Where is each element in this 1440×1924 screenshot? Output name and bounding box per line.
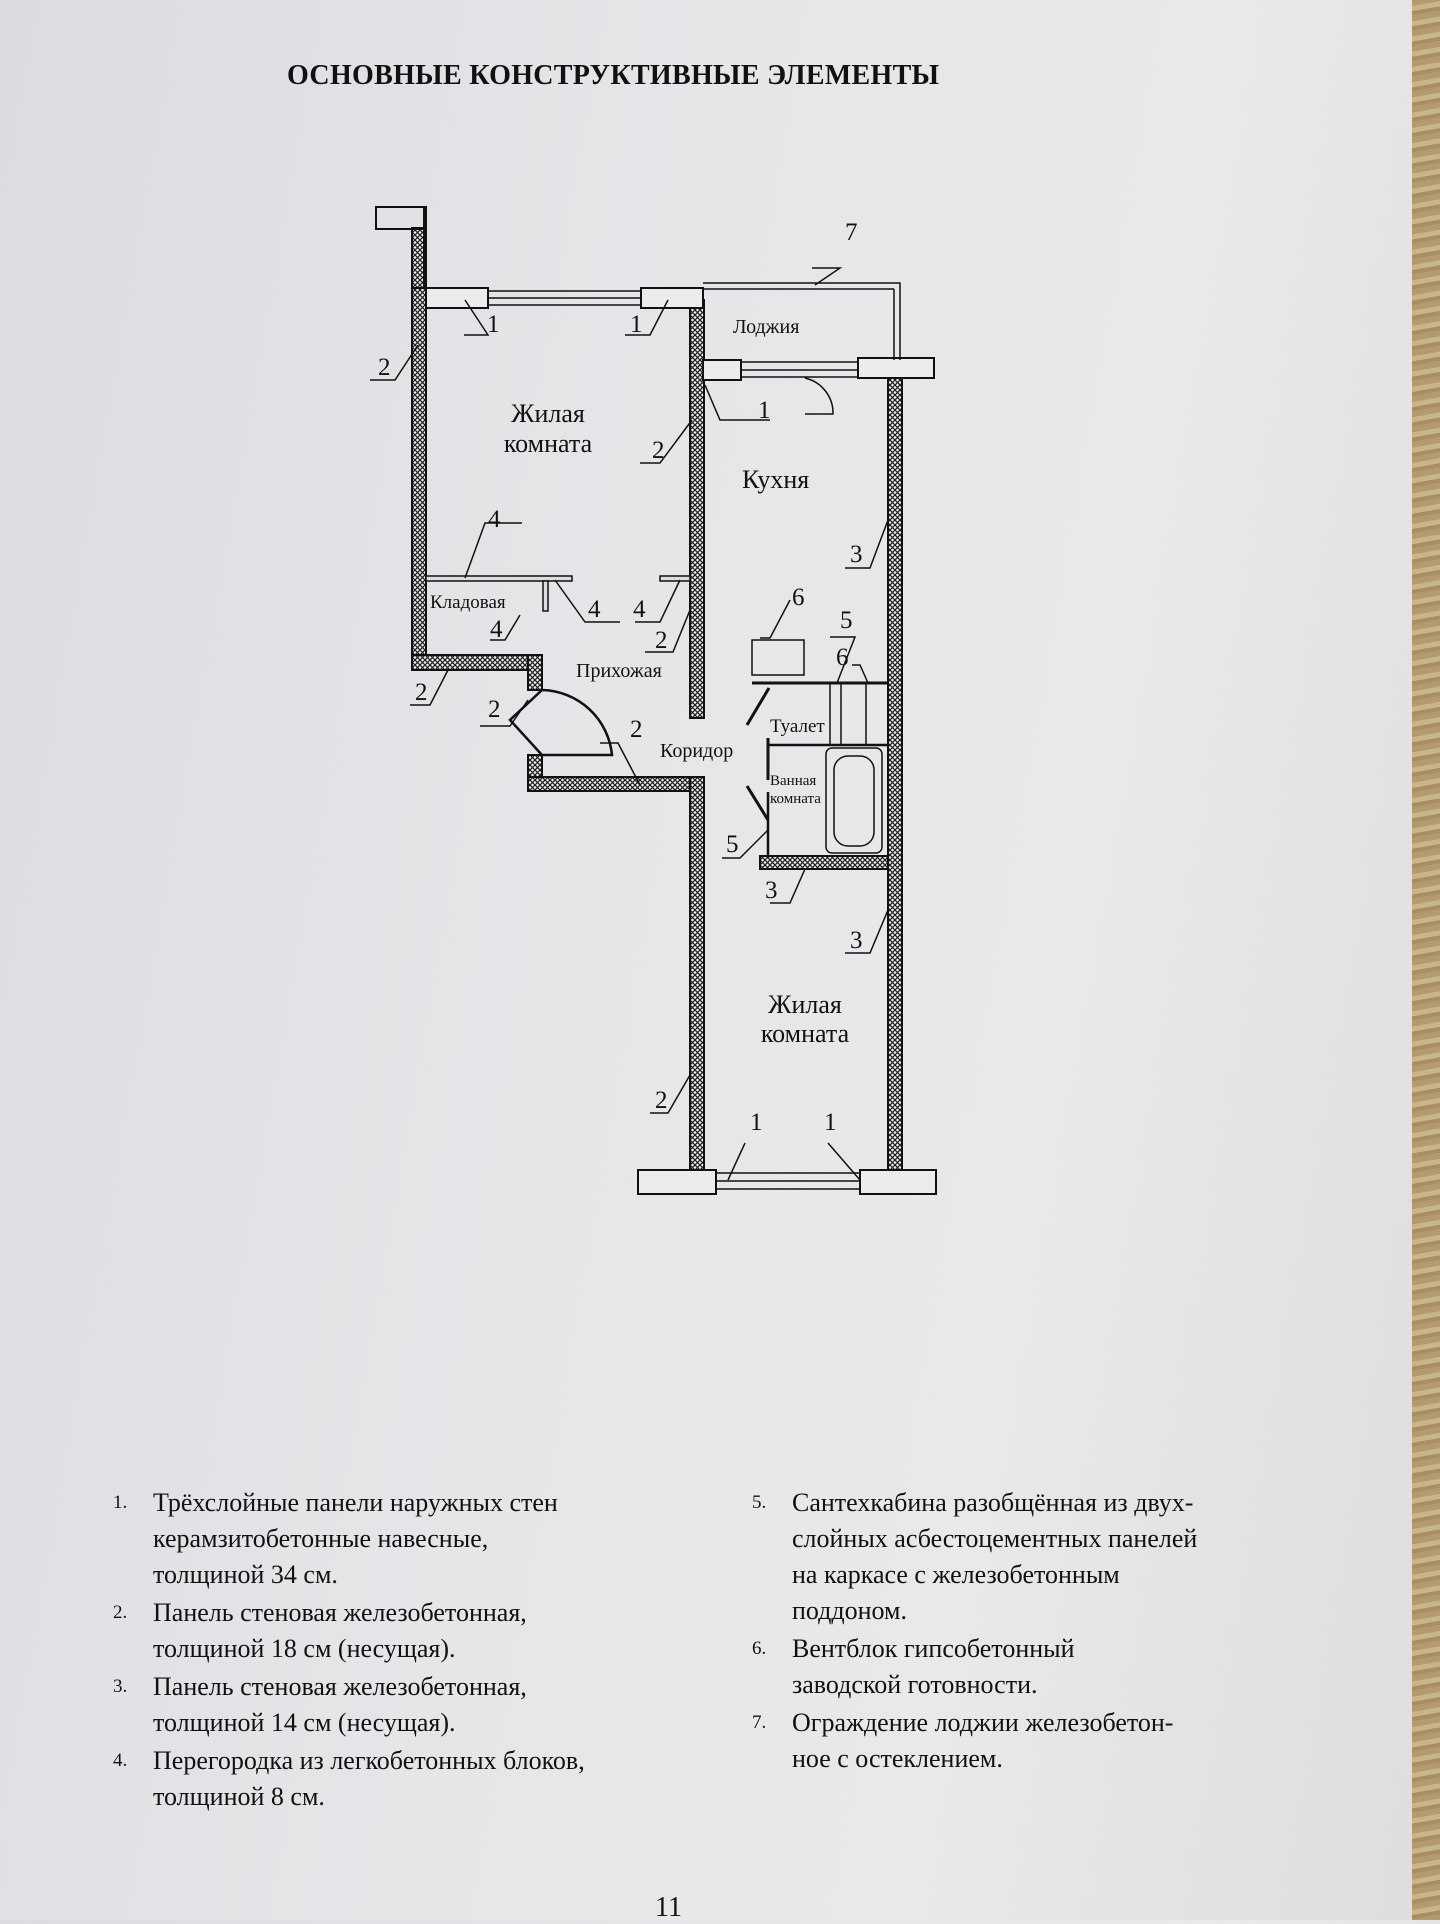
room-storage: Кладовая <box>430 592 506 613</box>
wall-markers: 2 1 1 1 2 7 3 4 4 4 4 2 2 2 2 6 5 6 5 3 … <box>378 219 863 1136</box>
marker-6: 6 <box>792 584 805 611</box>
marker-1: 1 <box>630 311 643 338</box>
marker-1: 1 <box>824 1109 837 1136</box>
exterior-panels <box>425 287 937 1195</box>
page-title: ОСНОВНЫЕ КОНСТРУКТИВНЫЕ ЭЛЕМЕНТЫ <box>287 60 940 91</box>
windows-and-loggia <box>425 282 901 1190</box>
marker-6: 6 <box>836 644 849 671</box>
legend-right: 5.Сантехкабина разобщённая из двух-слойн… <box>752 1485 1312 1779</box>
room-bath: Ванная <box>770 773 816 789</box>
marker-4: 4 <box>490 616 503 643</box>
marker-3: 3 <box>765 877 778 904</box>
marker-4: 4 <box>633 596 646 623</box>
room-loggia: Лоджия <box>733 316 799 338</box>
room-toilet: Туалет <box>770 716 825 737</box>
legend-item: 5.Сантехкабина разобщённая из двух-слойн… <box>752 1488 1198 1625</box>
legend-item: 7.Ограждение лоджии железобетон-ное с ос… <box>752 1708 1174 1773</box>
room-living1: Жилая <box>511 399 585 428</box>
room-living1: комната <box>504 429 593 458</box>
marker-2: 2 <box>655 1087 668 1114</box>
marker-3: 3 <box>850 927 863 954</box>
walls <box>375 206 903 1171</box>
marker-2: 2 <box>415 679 428 706</box>
room-living2: комната <box>761 1019 850 1048</box>
room-hall: Прихожая <box>576 660 662 682</box>
marker-1: 1 <box>758 397 771 424</box>
leader-lines <box>370 267 889 1181</box>
legend-item: 2.Панель стеновая железобетонная,толщино… <box>113 1598 527 1663</box>
marker-7: 7 <box>845 219 858 246</box>
room-kitchen: Кухня <box>742 465 809 494</box>
marker-2: 2 <box>655 627 668 654</box>
page-number: 11 <box>655 1892 682 1923</box>
marker-2: 2 <box>378 354 391 381</box>
marker-5: 5 <box>726 831 739 858</box>
room-labels: Жилая комната Лоджия Кухня Кладовая Прих… <box>430 316 850 1048</box>
marker-2: 2 <box>630 716 643 743</box>
marker-1: 1 <box>750 1109 763 1136</box>
marker-4: 4 <box>588 596 601 623</box>
marker-5: 5 <box>840 607 853 634</box>
background-edge <box>1412 0 1440 1920</box>
marker-1: 1 <box>487 311 500 338</box>
legend-item: 4.Перегородка из легкобетонных блоков,то… <box>113 1746 585 1811</box>
marker-3: 3 <box>850 541 863 568</box>
legend-item: 3.Панель стеновая железобетонная,толщино… <box>113 1672 527 1737</box>
marker-4: 4 <box>488 506 501 533</box>
marker-2: 2 <box>488 696 501 723</box>
room-living2: Жилая <box>768 990 842 1019</box>
room-corridor: Коридор <box>660 740 733 762</box>
marker-2: 2 <box>652 437 665 464</box>
room-bath: комната <box>770 791 821 807</box>
